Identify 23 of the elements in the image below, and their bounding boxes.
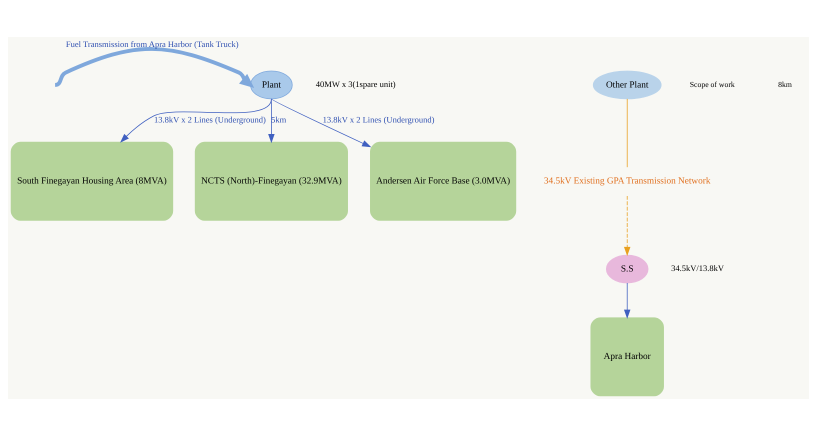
node-box: Apra Harbor [590, 317, 664, 396]
node-ellipse: Other Plant [592, 70, 662, 100]
edge-label: 13.8kV x 2 Lines (Underground) [154, 114, 266, 125]
arrow [624, 282, 630, 319]
node-ellipse: Plant [250, 70, 293, 100]
arrow [624, 196, 630, 256]
edge-label: 13.8kV x 2 Lines (Underground) [322, 114, 434, 125]
node-label: 40MW x 3(1spare unit) [316, 79, 396, 90]
node-box: South Finegayan Housing Area (8MVA) [10, 142, 174, 221]
arrow [54, 47, 254, 88]
edge-label: Fuel Transmission from Apra Harbor (Tank Truck) [66, 38, 239, 49]
edge-label: 5km [271, 114, 286, 125]
node-box: NCTS (North)-Finegayan (32.9MVA) [194, 142, 348, 221]
arrow [271, 98, 372, 148]
node-box: Andersen Air Force Base (3.0MVA) [370, 142, 516, 221]
node-label: 34.5kV/13.8kV [671, 263, 724, 274]
arrow [268, 98, 275, 144]
label: 8km [778, 80, 792, 89]
node-text: 34.5kV Existing GPA Transmission Network [544, 176, 710, 187]
node-ellipse: S.S [606, 254, 648, 284]
connector [626, 98, 628, 168]
label: Scope of work [690, 80, 735, 89]
arrow [120, 98, 272, 143]
